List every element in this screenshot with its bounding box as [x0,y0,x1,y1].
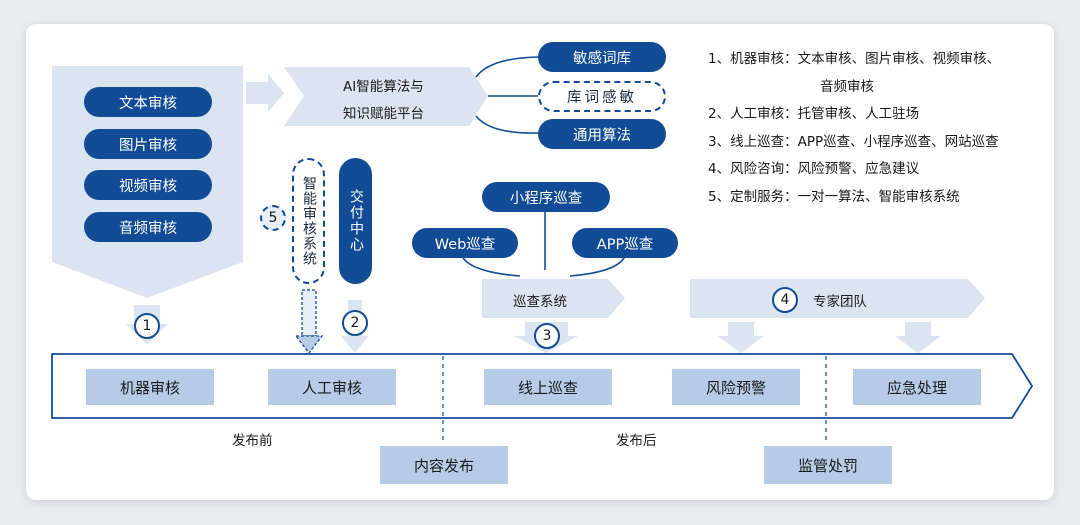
stage-online-patrol: 线上巡查 [484,369,612,405]
legend-item-3: 3、线上巡查：APP巡查、小程序巡查、网站巡查 [708,133,999,150]
expert-team-shape [690,279,985,318]
smart-review-system-label: 智能审核系统 [301,176,317,266]
phase-after-label: 发布后 [616,433,657,449]
badge-3: 3 [534,323,560,349]
audio-review-pill: 音频审核 [84,212,212,242]
patrol-system-label: 巡查系统 [513,294,567,310]
image-review-pill: 图片审核 [84,129,212,159]
delivery-center-label: 交付中心 [348,189,364,253]
badge-1: 1 [134,313,160,339]
dashed-arrowhead [294,335,324,355]
stage-emergency: 应急处理 [853,369,981,405]
text-review-pill: 文本审核 [84,87,212,117]
badge-4: 4 [772,287,798,313]
web-patrol-pill: Web巡查 [412,228,518,258]
phase-before-label: 发布前 [232,433,273,449]
ai-platform-line2: 知识赋能平台 [343,106,424,122]
content-publish-box: 内容发布 [380,446,508,484]
connector-app [569,255,626,277]
delivery-center-pill: 交付中心 [339,158,372,284]
down-arrow-4b [895,322,941,353]
legend-item-2: 2、人工审核：托管审核、人工驻场 [708,106,920,122]
ai-platform-shape [284,67,488,126]
sensitive-words-mirror-pill: 库词感敏 [538,81,666,112]
stage-risk-warning: 风险预警 [672,369,800,405]
smart-review-system-pill: 智能审核系统 [292,158,325,284]
badge-5: 5 [260,205,286,231]
video-review-pill: 视频审核 [84,170,212,200]
ai-platform-line1: AI智能算法与 [343,79,424,95]
legend-item-1-cont: 音频审核 [820,78,874,95]
arrow-to-platform [246,74,284,112]
badge-2: 2 [342,310,368,336]
down-arrow-4a [718,322,764,353]
stage-machine-review: 机器审核 [86,369,214,405]
legend-item-1: 1、机器审核：文本审核、图片审核、视频审核、 [708,51,1001,67]
common-algorithm-pill: 通用算法 [538,119,666,149]
legend-item-4: 4、风险咨询：风险预警、应急建议 [708,161,920,177]
stage-manual-review: 人工审核 [268,369,396,405]
legend-item-5: 5、定制服务：一对一算法、智能审核系统 [708,188,960,205]
mini-program-patrol-pill: 小程序巡查 [482,182,610,212]
sensitive-words-pill: 敏感词库 [538,42,666,72]
connector-web [461,255,521,277]
supervision-penalty-box: 监管处罚 [764,446,892,484]
legend: 1、机器审核：文本审核、图片审核、视频审核、 音频审核 2、人工审核：托管审核、… [708,46,1000,211]
expert-team-label: 专家团队 [813,294,867,310]
patrol-system-shape [482,279,625,318]
dashed-shaft [301,289,317,337]
app-patrol-pill: APP巡查 [572,228,678,258]
connector-top [475,56,539,78]
connector-bottom [475,115,539,134]
